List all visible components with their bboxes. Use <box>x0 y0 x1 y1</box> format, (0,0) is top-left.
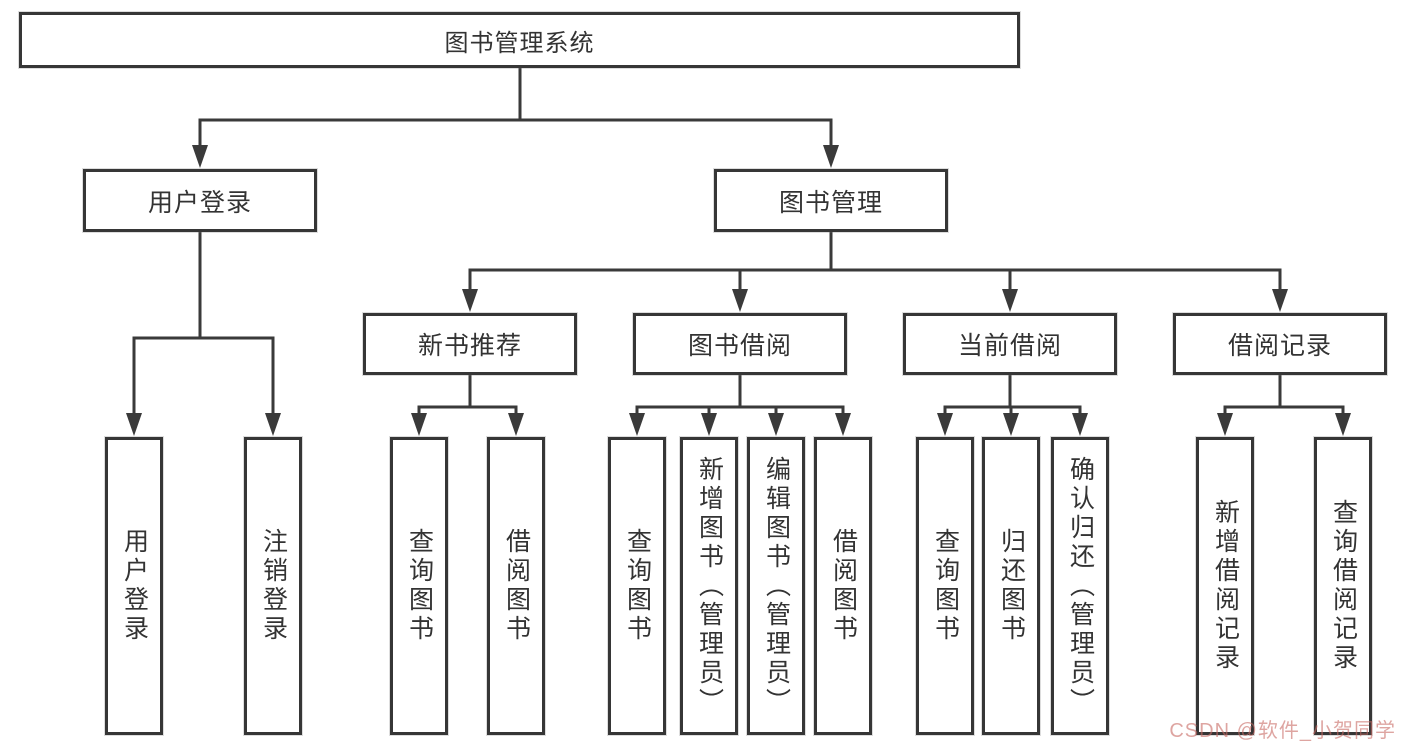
node-borrowing-records: 借阅记录 <box>1173 313 1387 375</box>
leaf-label: 确认归还（管理员） <box>1066 455 1095 717</box>
leaf-label: 用户登录 <box>120 528 149 644</box>
node-book-borrowing: 图书借阅 <box>633 313 847 375</box>
leaf-label: 新增借阅记录 <box>1211 499 1240 673</box>
leaf-query-books-current: 查询图书 <box>916 437 974 735</box>
leaf-query-books-recommend: 查询图书 <box>390 437 448 735</box>
leaf-label: 查询图书 <box>405 528 434 644</box>
node-new-book-recommendation: 新书推荐 <box>363 313 577 375</box>
leaf-label: 查询借阅记录 <box>1329 499 1358 673</box>
leaf-return-book: 归还图书 <box>982 437 1040 735</box>
leaf-label: 归还图书 <box>997 528 1026 644</box>
leaf-label: 编辑图书（管理员） <box>762 455 791 717</box>
node-label: 借阅记录 <box>1227 332 1332 360</box>
leaf-borrow-books: 借阅图书 <box>814 437 872 735</box>
leaf-label: 查询图书 <box>931 528 960 644</box>
node-label: 新书推荐 <box>417 332 522 360</box>
node-label: 图书管理系统 <box>444 29 595 57</box>
leaf-user-login: 用户登录 <box>105 437 163 735</box>
node-label: 图书管理 <box>778 188 883 217</box>
leaf-label: 注销登录 <box>259 528 288 644</box>
node-current-borrowing: 当前借阅 <box>903 313 1117 375</box>
node-label: 图书借阅 <box>687 332 792 360</box>
leaf-query-books-borrow: 查询图书 <box>608 437 666 735</box>
leaf-borrow-books-recommend: 借阅图书 <box>487 437 545 735</box>
leaf-label: 查询图书 <box>623 528 652 644</box>
leaf-logout: 注销登录 <box>244 437 302 735</box>
leaf-label: 新增图书（管理员） <box>695 455 724 717</box>
node-user-login-branch: 用户登录 <box>83 169 317 232</box>
leaf-confirm-return-admin: 确认归还（管理员） <box>1051 437 1109 735</box>
node-library-management-system: 图书管理系统 <box>19 12 1020 68</box>
leaf-add-borrow-record: 新增借阅记录 <box>1196 437 1254 735</box>
csdn-watermark: CSDN @软件_小贺同学 <box>1169 720 1396 742</box>
leaf-edit-book-admin: 编辑图书（管理员） <box>747 437 805 735</box>
node-label: 当前借阅 <box>957 332 1062 360</box>
leaf-label: 借阅图书 <box>829 528 858 644</box>
leaf-add-book-admin: 新增图书（管理员） <box>680 437 738 735</box>
leaf-label: 借阅图书 <box>502 528 531 644</box>
node-book-management-branch: 图书管理 <box>714 169 948 232</box>
node-label: 用户登录 <box>147 188 252 217</box>
leaf-query-borrow-record: 查询借阅记录 <box>1314 437 1372 735</box>
